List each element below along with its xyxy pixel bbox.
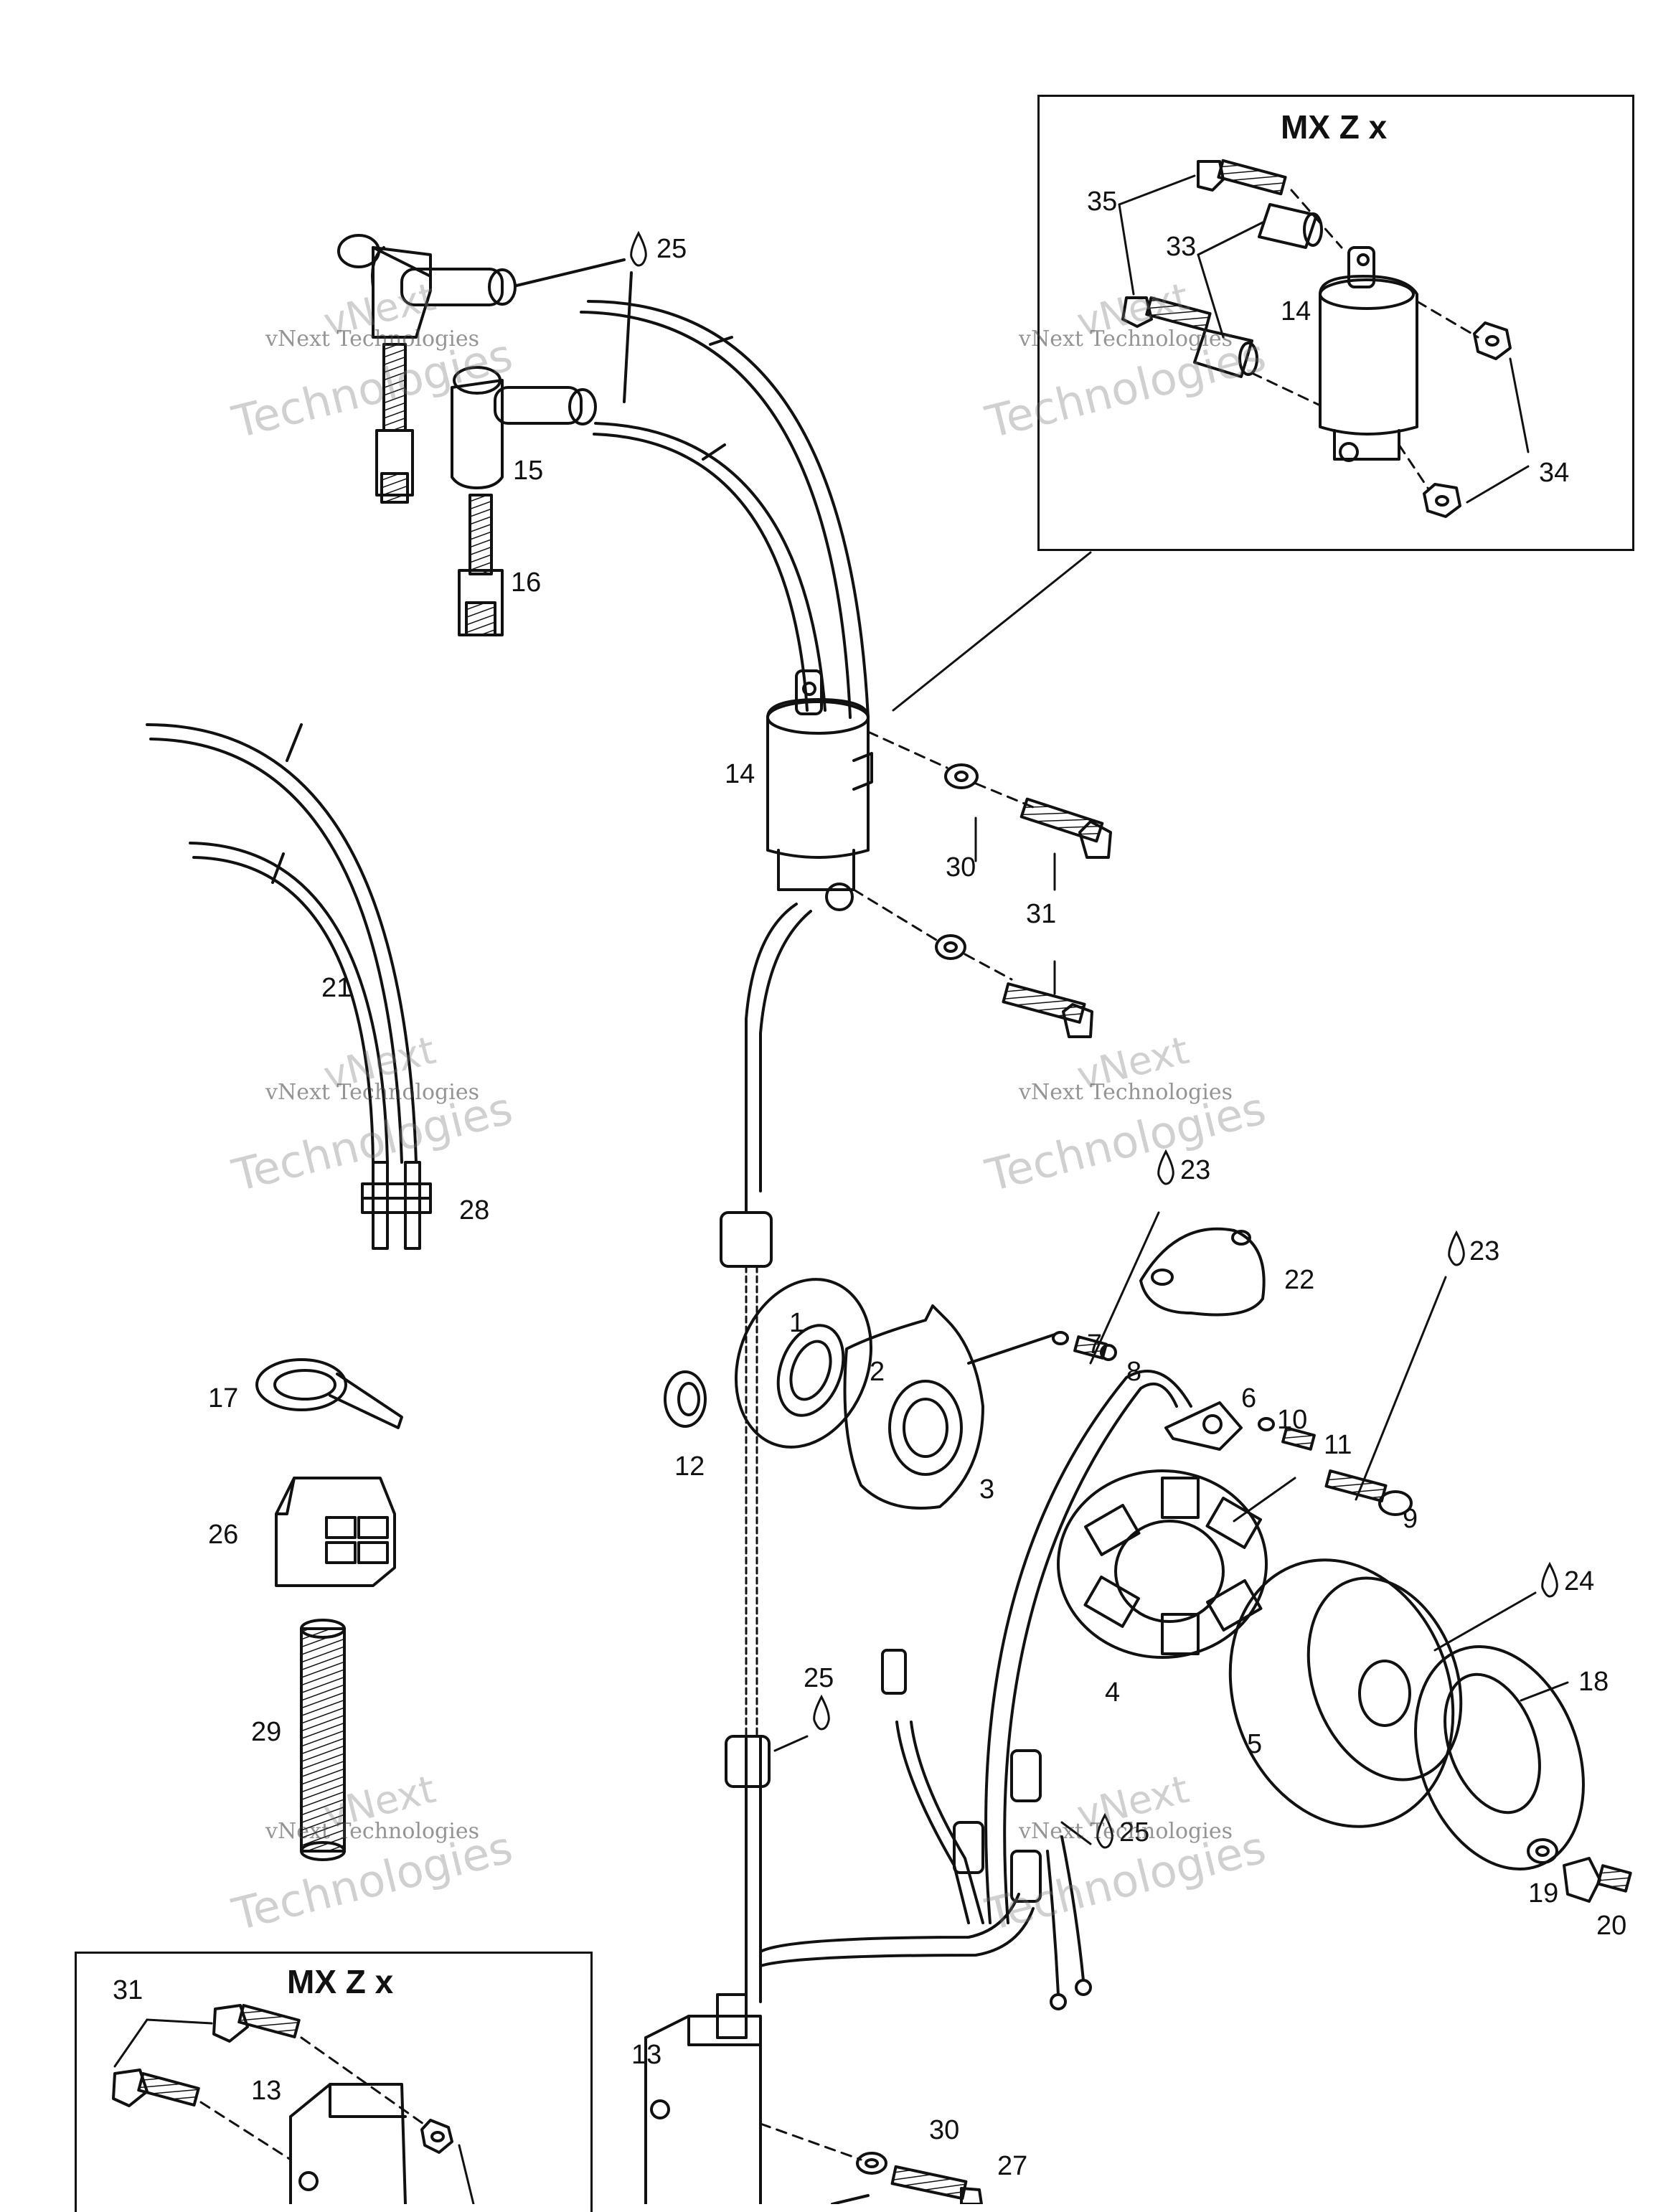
callout-25a: 25 <box>656 234 687 264</box>
spark-plug-cap-2 <box>451 366 597 489</box>
callout-7: 7 <box>1087 1329 1103 1360</box>
inset-mxzx-top <box>1037 95 1634 551</box>
cover <box>1139 1227 1266 1317</box>
callout-21: 21 <box>321 973 352 1003</box>
cable-tie <box>255 1358 403 1429</box>
drop-icon <box>630 230 647 267</box>
stator-screw <box>1324 1469 1413 1516</box>
callout-3: 3 <box>979 1474 995 1505</box>
callout-35: 35 <box>1087 187 1118 217</box>
coil-bolt-1 <box>1019 797 1112 859</box>
trigger-housing <box>843 1304 1056 1510</box>
trigger-wheel <box>1414 1645 1585 1870</box>
inset-mxzx-bottom <box>75 1952 593 2212</box>
callout-31: 31 <box>1026 899 1057 929</box>
drop-icon <box>1448 1230 1465 1266</box>
callout-4: 4 <box>1105 1677 1121 1708</box>
callout-29: 29 <box>251 1717 282 1747</box>
trigger-coil <box>1164 1401 1316 1451</box>
housing-screw <box>1052 1331 1117 1361</box>
callout-13: 13 <box>631 2040 662 2070</box>
wire-clip <box>361 1182 432 1214</box>
rubber-grommet <box>664 1370 707 1428</box>
callout-15: 15 <box>513 456 544 486</box>
drop-icon <box>813 1694 830 1731</box>
callout-30b: 30 <box>929 2115 960 2145</box>
callout-24: 24 <box>1564 1566 1595 1596</box>
callout-25c: 25 <box>1119 1817 1150 1848</box>
callout-28: 28 <box>459 1195 490 1225</box>
coil-washer-1 <box>944 763 979 789</box>
module-bolt <box>890 2165 983 2204</box>
callout-10: 10 <box>1277 1405 1308 1435</box>
drop-icon <box>1157 1149 1174 1185</box>
callout-22: 22 <box>1284 1265 1315 1295</box>
inset-bottom-left-parts <box>112 2004 475 2204</box>
connector-housing <box>275 1477 396 1587</box>
callout-31-inset: 31 <box>113 1975 143 2005</box>
callout-6: 6 <box>1241 1383 1257 1413</box>
callout-33: 33 <box>1166 232 1197 262</box>
drop-icon <box>1541 1561 1558 1598</box>
coil-washer-2 <box>935 934 966 960</box>
callout-23b: 23 <box>1469 1236 1500 1266</box>
flywheel <box>1228 1558 1463 1828</box>
module-washer <box>856 2152 887 2175</box>
callout-1: 1 <box>789 1308 805 1338</box>
inset-mxzx-bottom-title: MX Z x <box>287 1963 394 2000</box>
callout-12: 12 <box>674 1451 705 1482</box>
o-ring <box>734 1278 873 1449</box>
ignition-module <box>644 1993 762 2204</box>
drop-icon <box>1096 1812 1113 1849</box>
callout-14-inset: 14 <box>1281 296 1311 326</box>
coil-connector <box>720 1211 773 1268</box>
oil-seal <box>776 1324 845 1417</box>
callout-26: 26 <box>208 1520 239 1550</box>
flywheel-washer <box>1527 1838 1558 1864</box>
callout-2: 2 <box>870 1357 885 1387</box>
callout-30a: 30 <box>946 852 976 883</box>
inset-mxzx-top-title: MX Z x <box>1281 108 1388 146</box>
wiring-harness <box>725 1649 1092 2010</box>
callout-19: 19 <box>1528 1878 1559 1909</box>
callout-8: 8 <box>1126 1357 1142 1387</box>
callout-9: 9 <box>1403 1504 1418 1534</box>
callout-20: 20 <box>1596 1911 1627 1941</box>
spark-plug-1 <box>375 343 414 504</box>
callout-5: 5 <box>1247 1729 1263 1759</box>
ignition-coil <box>766 669 873 911</box>
stator <box>1057 1469 1268 1659</box>
ground-wires <box>146 723 421 1250</box>
callout-34: 34 <box>1539 458 1570 488</box>
callout-27: 27 <box>997 2151 1028 2181</box>
callout-11: 11 <box>1324 1430 1352 1460</box>
callout-18: 18 <box>1578 1667 1609 1697</box>
flywheel-bolt <box>1563 1857 1632 1903</box>
callout-13-inset: 13 <box>251 2076 282 2106</box>
coil-bolt-2 <box>1002 982 1093 1038</box>
callout-16: 16 <box>511 568 542 598</box>
spark-plug-cap-1 <box>337 234 517 339</box>
callout-17: 17 <box>208 1383 239 1413</box>
protective-sleeve <box>300 1619 346 1861</box>
callout-14: 14 <box>725 759 755 789</box>
spark-plug-2 <box>458 494 504 636</box>
callout-23a: 23 <box>1180 1155 1211 1185</box>
ignition-coil-wires <box>580 300 870 719</box>
callout-25b: 25 <box>804 1663 834 1693</box>
inset-top-right-parts <box>1118 159 1530 518</box>
